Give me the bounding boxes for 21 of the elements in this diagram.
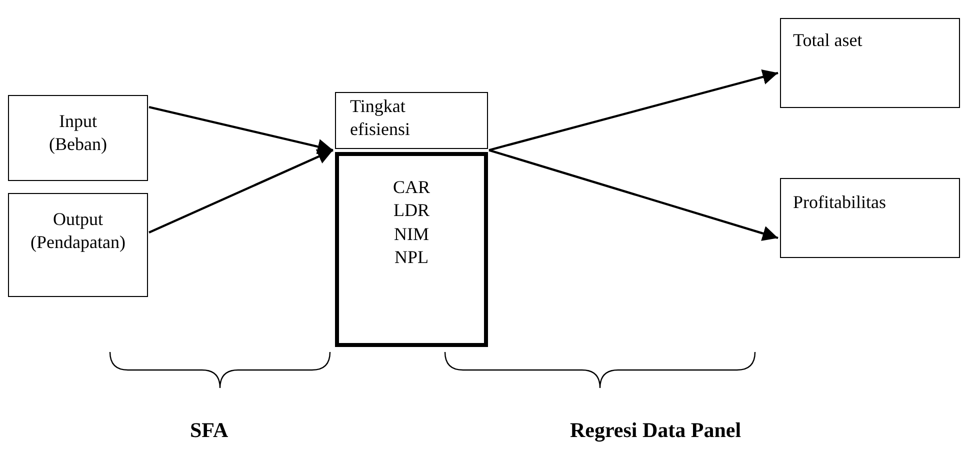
arrow: [148, 149, 334, 234]
section-label: Regresi Data Panel: [570, 418, 742, 443]
process-box: [780, 178, 960, 258]
node-label: NPL: [394, 246, 428, 270]
node-label: NIM: [394, 222, 429, 246]
process-box: [335, 92, 488, 149]
node-label: Tingkat efisiensi: [350, 95, 411, 142]
arrow: [148, 106, 334, 154]
indicator-box: [335, 152, 488, 347]
node-label: LDR: [394, 199, 430, 222]
node-label: CAR: [392, 176, 430, 199]
node-label: Output (Pendapatan): [30, 208, 126, 254]
node-label: Total aset: [793, 29, 862, 52]
node-label: Input (Beban): [48, 110, 108, 156]
section-label: SFA: [190, 418, 228, 443]
process-box: [780, 18, 960, 108]
arrow: [488, 149, 778, 241]
node-label: Profitabilitas: [793, 191, 886, 214]
process-box: [8, 95, 148, 181]
process-box: [8, 193, 148, 297]
arrow: [488, 69, 778, 152]
